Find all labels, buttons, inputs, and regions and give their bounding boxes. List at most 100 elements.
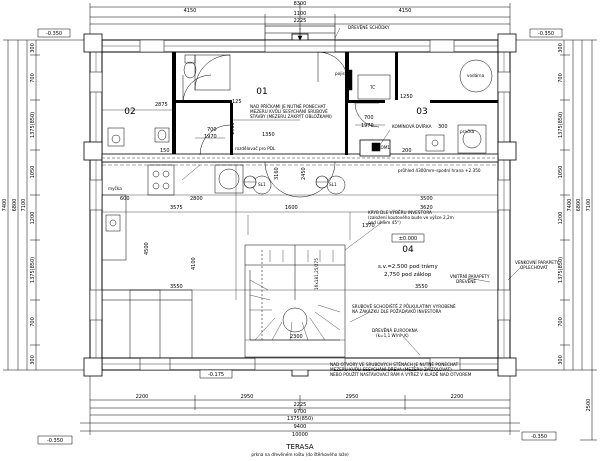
dim-3500: 3500 <box>420 196 433 202</box>
dim-left-outer2: 6800 <box>12 199 18 212</box>
dim-left-seg-2: 1375(850) <box>30 112 36 138</box>
level-mark-top-right: -0.350 <box>529 28 563 38</box>
svg-text:±0.000: ±0.000 <box>399 236 418 242</box>
dim-bottom-0: 2200 <box>136 394 149 400</box>
dim-3160: 3160 <box>274 167 280 180</box>
label-venkovni-line2: OPLECHOVAT <box>520 265 548 270</box>
dim-right-seg-6: 700 <box>558 317 564 327</box>
label-venkovni-line1: VENKOVNÍ PARAPETY <box>515 260 559 265</box>
walls <box>83 33 517 377</box>
label-pojistky: pojistky <box>335 71 352 76</box>
label-schodiste-line2: NA ZAKÁZKU DLE POŽADAVKŮ INVESTORA <box>352 309 441 314</box>
dim-1370: 1370 <box>362 223 375 229</box>
label-vnitrni-line2: DŘEVĚNÉ <box>456 279 476 284</box>
dim-150: 150 <box>160 148 170 154</box>
dim-4500: 4500 <box>144 242 150 255</box>
dim-top-left: 4150 <box>184 8 197 14</box>
label-eurookna-line1: DŘEVĚNÁ EUROOKNA <box>372 328 418 333</box>
label-sv2: 2,750 pod záklop <box>384 271 432 278</box>
dim-top-total: 8300 <box>294 1 307 7</box>
dim-left-seg-1: 700 <box>30 73 36 83</box>
dim-bottom-mid: 2225 <box>294 402 307 408</box>
label-sv: s.v.=2.500 pod trámy <box>378 263 439 270</box>
label-note2-line3: NEBO POUŽÍT NASTAVOVACÍ RÁM A VÝŘEZ V KL… <box>330 372 472 377</box>
dim-right-seg-5: 1375(850) <box>558 257 564 283</box>
label-note1-line1: NAD PŘÍČKAMI JE NUTNÉ PONECHAT <box>250 104 326 109</box>
dim-bottom-1: 2950 <box>241 394 254 400</box>
dim-2300: 2300 <box>290 334 303 340</box>
dimension-lines <box>3 3 597 441</box>
level-mark-inner: -0.175 <box>199 369 233 379</box>
dim-1350: 1350 <box>262 132 275 138</box>
dim-2800: 2800 <box>190 196 203 202</box>
label-note2-line2: MEZERU KVŮLI SESYCHÁNÍ DŘEVA (MEZERU ZAI… <box>330 367 452 372</box>
label-pracka: pračka <box>460 129 475 134</box>
dim-right-outer2: 6800 <box>576 199 582 212</box>
dim-right-seg-4: 1200 <box>558 212 564 225</box>
label-terasa: TERASA <box>285 443 314 451</box>
dim-right-outer3: 7100 <box>586 199 592 212</box>
dim-left-seg-0: 300 <box>30 43 36 53</box>
label-mycka: myčka <box>108 186 122 191</box>
dim-right-seg-2: 1375(850) <box>558 112 564 138</box>
label-note1-line2: MEZERU KVŮLI SESYCHÁNÍ SRUBOVÉ <box>250 109 328 114</box>
dim-2875: 2875 <box>155 102 168 108</box>
label-note1-line3: STAVBY (MEZERU ZAKRÝT OBLOŽKAMI) <box>250 114 332 119</box>
dim-right-seg-1: 700 <box>558 73 564 83</box>
dim-2450: 2450 <box>301 167 307 180</box>
dim-4100: 4100 <box>191 257 197 270</box>
columns <box>243 175 329 189</box>
dim-bottom-3: 2200 <box>451 394 464 400</box>
dim-right-seg-0: 300 <box>558 43 564 53</box>
room-04: 04 <box>402 245 414 255</box>
label-vnitrni-line1: VNITŘNÍ PARAPETY <box>450 274 490 279</box>
dim-right-seg-3: 1050 <box>558 166 564 179</box>
dim-bottom-2: 2950 <box>346 394 359 400</box>
dim-left-seg-5: 1375(850) <box>30 257 36 283</box>
room-03: 03 <box>416 107 427 117</box>
label-kryt-line2: (založení koutového bude ve výšce 2,2m <box>368 215 454 220</box>
dim-1250: 1250 <box>400 94 413 100</box>
dim-3550-a: 3550 <box>170 284 183 290</box>
dim-700-b: 700 <box>364 115 374 121</box>
dim-200: 200 <box>402 148 412 154</box>
svg-text:-0.350: -0.350 <box>538 31 554 37</box>
dim-left-outer3: 7100 <box>21 199 27 212</box>
label-terasa-sub: prkna na dřevěném roštu (do štěrkového l… <box>251 452 349 457</box>
dim-bottom-overall2: 10000 <box>292 432 308 438</box>
svg-text:-0.350: -0.350 <box>531 434 547 440</box>
svg-text:-0.175: -0.175 <box>208 372 224 378</box>
level-mark-zero: ±0.000 <box>391 233 425 243</box>
label-kryt-line1: KRYB DLE VÝBĚRU INVESTORA <box>368 210 432 215</box>
dim-300: 300 <box>438 124 448 130</box>
dim-top-right: 4150 <box>399 8 412 14</box>
dim-3550-b: 3550 <box>415 284 428 290</box>
dim-right-outer1: 7400 <box>567 199 573 212</box>
dim-top-center: 1100 <box>294 11 307 17</box>
dim-left-seg-7: 300 <box>30 355 36 365</box>
leader-lines <box>181 27 521 356</box>
room-02: 02 <box>124 107 135 117</box>
label-sl1-a: SL1 <box>258 182 266 187</box>
svg-text:-0.350: -0.350 <box>47 438 63 444</box>
label-kominova: KOMÍNOVÁ DVÍŘKA <box>392 124 432 129</box>
entrance-steps <box>264 25 336 41</box>
label-rozdelovac: rozdělovač pro PDL <box>235 146 276 151</box>
dim-1500: 1500 <box>230 122 236 135</box>
svg-text:-0.350: -0.350 <box>46 31 62 37</box>
dim-3620: 3620 <box>420 205 433 211</box>
dim-right-terrace: 2500 <box>586 399 592 412</box>
interior-dimensions <box>102 109 498 341</box>
label-kryt-line3: pod úhlem 45°) <box>368 220 401 225</box>
dim-left-seg-4: 1200 <box>30 212 36 225</box>
level-mark-bottom-right: -0.350 <box>521 431 557 441</box>
dim-bottom-overall: 9400 <box>294 424 307 430</box>
dim-600: 600 <box>120 196 130 202</box>
dim-left-seg-3: 1050 <box>30 166 36 179</box>
dim-700-a: 700 <box>207 127 217 133</box>
level-mark-top-left: -0.350 <box>37 28 71 38</box>
dim-1600: 1600 <box>285 205 298 211</box>
dim-bottom-total: 9700 <box>294 409 307 415</box>
label-vodarna: vodárna <box>467 73 485 78</box>
